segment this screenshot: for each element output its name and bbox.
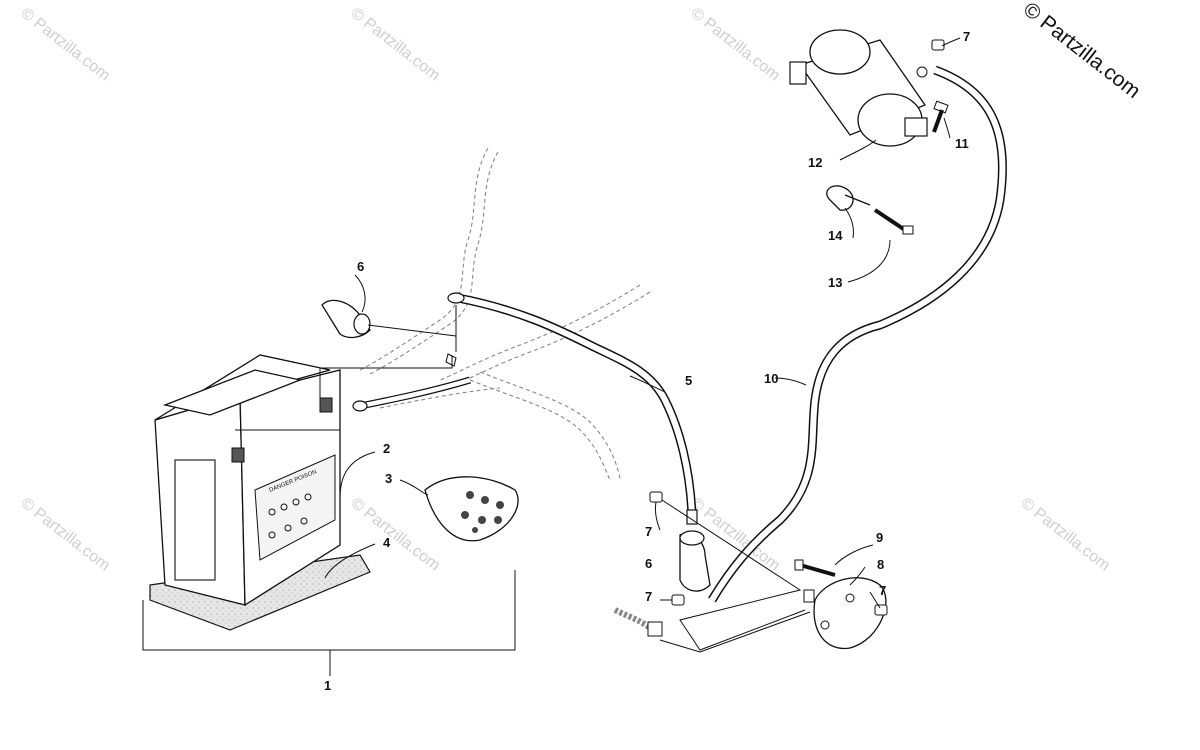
callout-1: 1 (324, 678, 331, 693)
callout-7-lower-left: 7 (645, 589, 652, 604)
nut-top (931, 39, 945, 51)
callout-12: 12 (808, 155, 822, 170)
nuts-7 (649, 491, 888, 616)
callout-4: 4 (383, 535, 391, 550)
bolt-11 (932, 100, 949, 133)
starter-motor (789, 29, 928, 147)
starter-cable (708, 65, 1007, 603)
callout-9: 9 (876, 530, 883, 545)
watermark: © Partzilla.com (18, 495, 113, 575)
callout-labels: 1 2 3 4 5 6 6 7 7 7 7 8 9 10 11 12 13 14 (324, 29, 970, 693)
callout-5: 5 (685, 373, 692, 388)
callout-6-lower: 6 (645, 556, 652, 571)
watermark: © Partzilla.com (348, 5, 443, 85)
callout-7-top: 7 (963, 29, 970, 44)
cable-clamp (826, 185, 871, 211)
wire-connector (613, 607, 663, 637)
ground-cable (352, 353, 472, 412)
callout-7-right: 7 (879, 583, 886, 598)
callout-11: 11 (955, 136, 969, 151)
callout-2: 2 (383, 441, 390, 456)
bolt-13 (873, 208, 914, 235)
terminal-boot-upper (321, 299, 371, 339)
callout-14: 14 (828, 228, 843, 243)
ghost-harness (359, 147, 651, 481)
watermark: © Partzilla.com (18, 5, 113, 85)
callout-7-mid: 7 (645, 524, 652, 539)
callout-3: 3 (385, 471, 392, 486)
watermark: © Partzilla.com (688, 5, 783, 85)
watermark: © Partzilla.com (1018, 495, 1113, 575)
callout-10: 10 (764, 371, 778, 386)
hardware-kit (424, 476, 519, 542)
brand-logo: © Partzilla.com (1019, 0, 1145, 103)
callout-8: 8 (877, 557, 884, 572)
solenoid (803, 577, 887, 650)
battery: DANGER POISON (154, 354, 341, 607)
battery-cable (447, 292, 698, 525)
bolt-9 (794, 559, 836, 577)
callout-13: 13 (828, 275, 842, 290)
callout-6-upper: 6 (357, 259, 364, 274)
leader-lines (142, 37, 961, 676)
terminal-boot-lower (679, 530, 711, 592)
